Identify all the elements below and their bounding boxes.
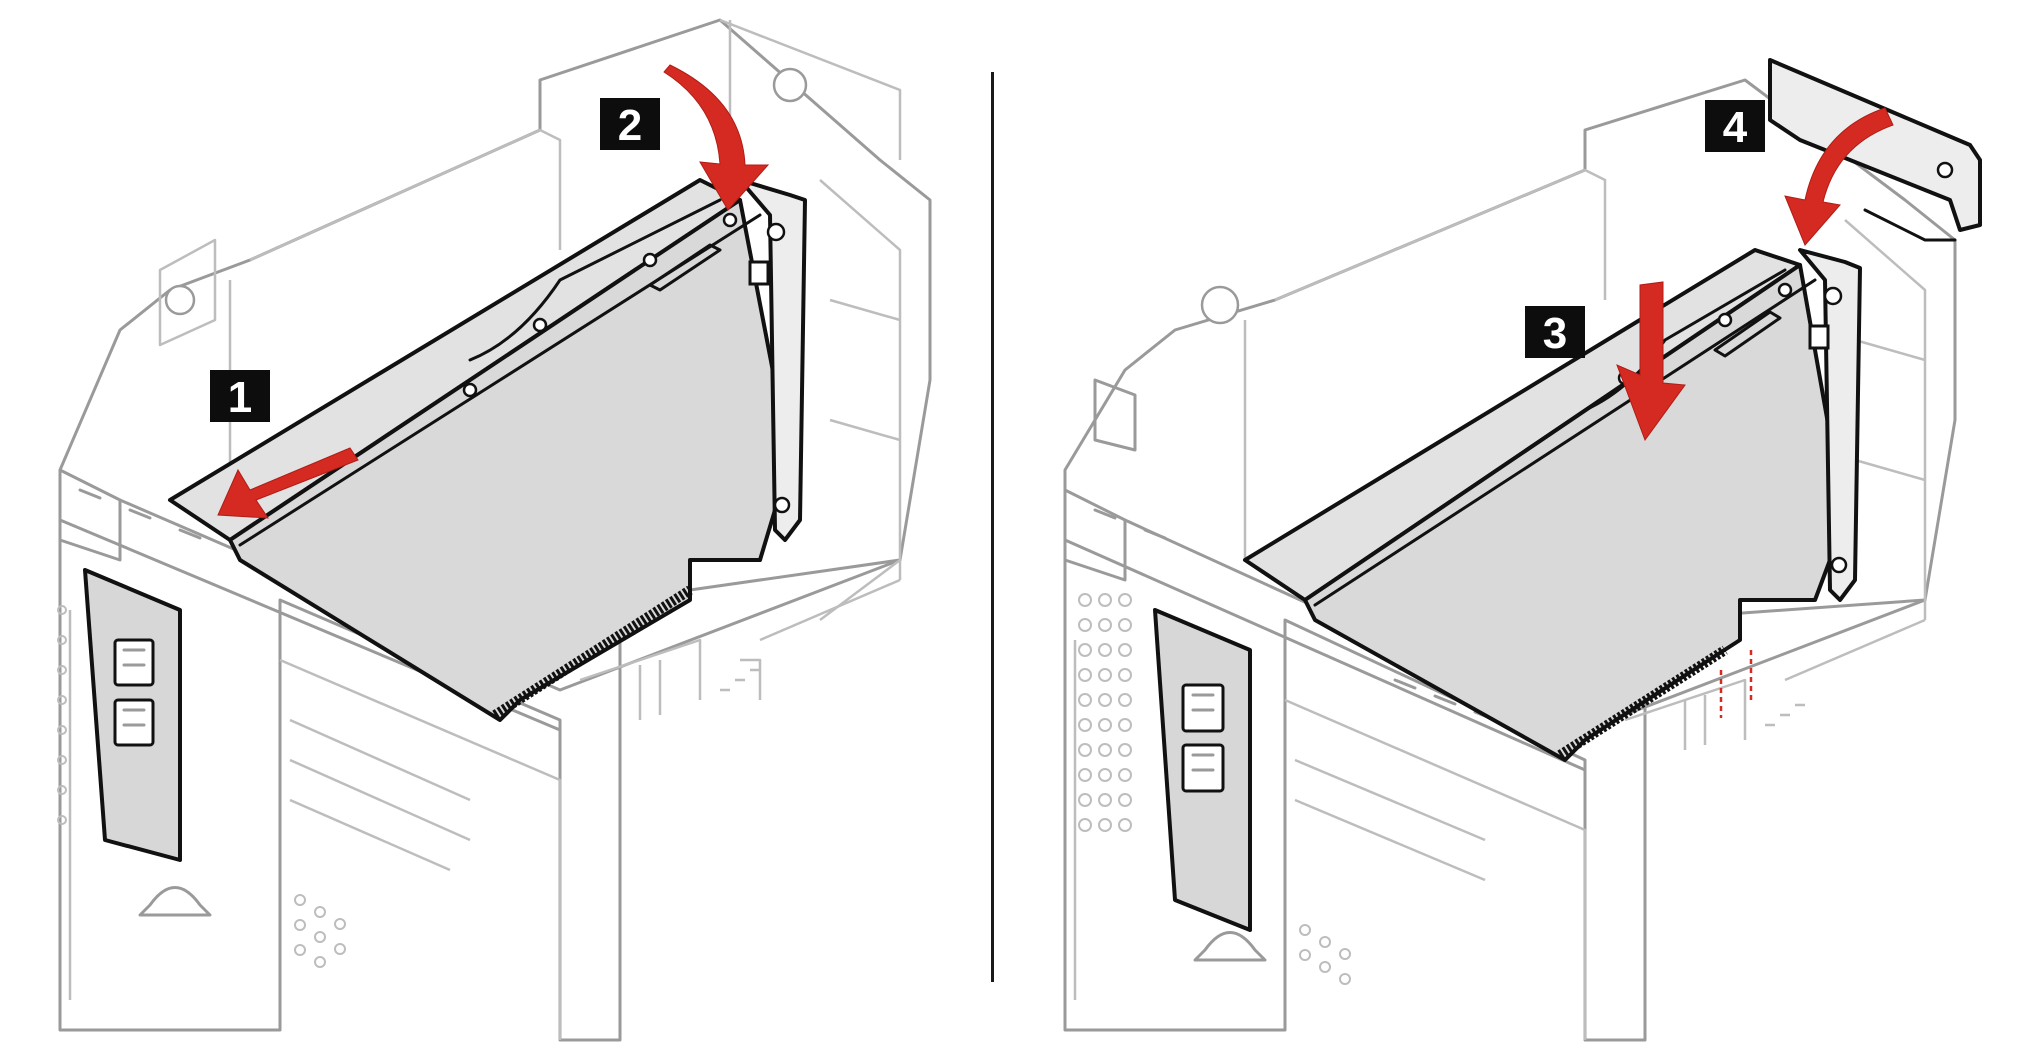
- power-cable-board: [1153, 608, 1252, 932]
- step-label-3: 3: [1543, 309, 1567, 358]
- panel-divider: [991, 72, 994, 982]
- arrow-step-1: [217, 447, 359, 519]
- card-bracket: [738, 178, 807, 542]
- arrow-step-4: [1784, 107, 1894, 246]
- step-badge-4: 4: [1705, 100, 1765, 152]
- right-illustration: 3 4: [1063, 58, 1982, 1042]
- bracket-latch: [1768, 58, 1982, 242]
- step-badge-3: 3: [1525, 306, 1585, 358]
- left-panel: 1 2: [0, 0, 1000, 1050]
- graphics-card: [168, 178, 792, 722]
- step-badge-1: 1: [210, 370, 270, 422]
- arrow-step-3: [1616, 281, 1686, 442]
- card-bracket: [1798, 248, 1862, 602]
- step-label-2: 2: [618, 101, 642, 150]
- step-badge-2: 2: [600, 98, 660, 150]
- step-label-4: 4: [1723, 103, 1748, 152]
- arrow-step-2: [663, 64, 770, 211]
- right-panel: 3 4: [1025, 0, 2025, 1050]
- step-label-1: 1: [228, 373, 252, 422]
- left-illustration: 1 2: [57, 18, 932, 1042]
- power-cable-board: [83, 568, 182, 862]
